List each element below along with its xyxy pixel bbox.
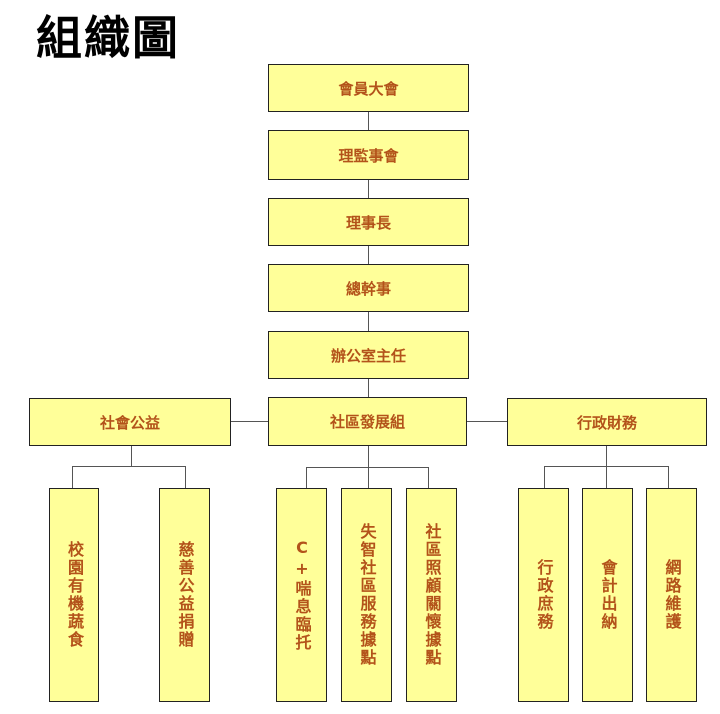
connector bbox=[368, 180, 369, 198]
unit-community-care: 社區照顧關懷據點 bbox=[406, 488, 457, 702]
unit-charity-donation: 慈善公益捐贈 bbox=[159, 488, 210, 702]
unit-network-maintenance: 網路維護 bbox=[646, 488, 697, 702]
connector bbox=[72, 466, 73, 488]
dept-social-welfare: 社會公益 bbox=[29, 398, 231, 446]
node-general-assembly: 會員大會 bbox=[268, 64, 469, 112]
unit-label: 慈善公益捐贈 bbox=[175, 541, 195, 649]
connector bbox=[185, 466, 186, 488]
unit-label: 行政庶務 bbox=[534, 559, 554, 631]
connector bbox=[467, 421, 507, 422]
dept-community-development: 社區發展組 bbox=[268, 397, 467, 446]
connector bbox=[368, 112, 369, 130]
connector bbox=[368, 467, 369, 488]
connector bbox=[368, 246, 369, 264]
page-title: 組織圖 bbox=[36, 11, 180, 65]
node-office-director: 辦公室主任 bbox=[268, 331, 469, 379]
connector bbox=[368, 312, 369, 331]
unit-label: C+喘息臨托 bbox=[292, 538, 312, 652]
connector bbox=[606, 466, 607, 488]
node-chairman: 理事長 bbox=[268, 198, 469, 246]
connector bbox=[72, 466, 186, 467]
connector bbox=[368, 446, 369, 467]
connector bbox=[428, 467, 429, 488]
unit-campus-organic: 校園有機蔬食 bbox=[49, 488, 99, 702]
unit-admin-affairs: 行政庶務 bbox=[518, 488, 569, 702]
connector bbox=[368, 379, 369, 397]
node-board: 理監事會 bbox=[268, 130, 469, 180]
unit-label: 校園有機蔬食 bbox=[65, 541, 84, 649]
node-secretary-general: 總幹事 bbox=[268, 264, 469, 312]
unit-label: 社區照顧關懷據點 bbox=[422, 523, 442, 667]
unit-respite-care: C+喘息臨托 bbox=[276, 488, 327, 702]
connector bbox=[544, 466, 545, 488]
connector bbox=[668, 466, 669, 488]
unit-accounting: 會計出納 bbox=[582, 488, 633, 702]
dept-admin-finance: 行政財務 bbox=[507, 398, 707, 446]
connector bbox=[231, 421, 268, 422]
unit-label: 網路維護 bbox=[662, 559, 682, 631]
unit-dementia-service: 失智社區服務據點 bbox=[341, 488, 392, 702]
connector bbox=[306, 467, 307, 488]
connector bbox=[606, 446, 607, 466]
connector bbox=[131, 446, 132, 466]
unit-label: 會計出納 bbox=[598, 559, 618, 631]
connector bbox=[306, 467, 429, 468]
unit-label: 失智社區服務據點 bbox=[357, 523, 377, 667]
